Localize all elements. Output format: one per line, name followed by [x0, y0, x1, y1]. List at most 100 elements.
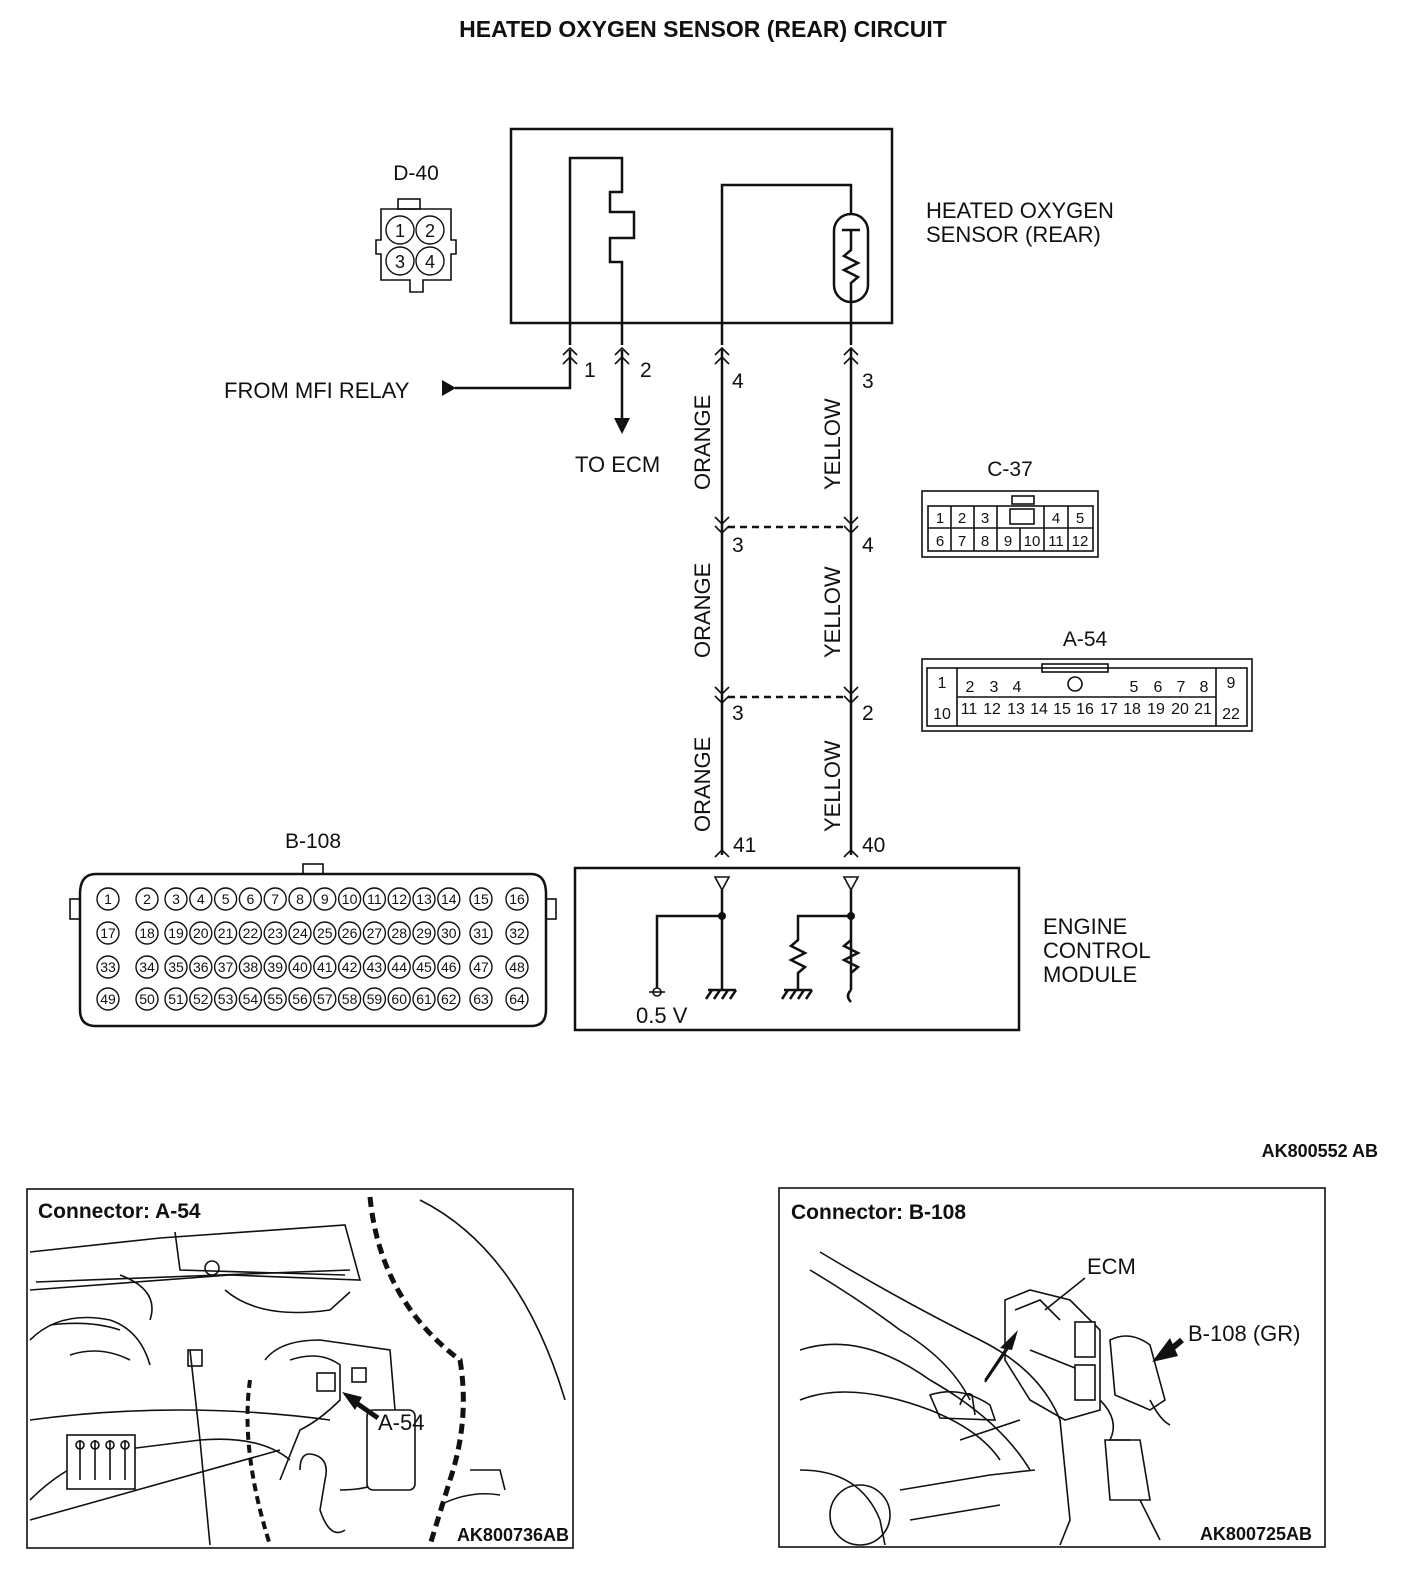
b108-pin-circle — [412, 955, 436, 979]
b108-pin: 56 — [292, 991, 308, 1007]
b108-pin-circle — [313, 887, 337, 911]
b108-pin: 19 — [168, 925, 184, 941]
a54-pin: 8 — [1200, 679, 1209, 696]
b108-pin: 46 — [441, 959, 457, 975]
b108-pin: 49 — [100, 991, 116, 1007]
b108-pin: 37 — [218, 959, 234, 975]
b108-pin: 64 — [509, 991, 525, 1007]
diagram-code: AK800552 AB — [1262, 1141, 1378, 1161]
b108-pin-circle — [362, 887, 387, 911]
b108-pin: 45 — [416, 959, 432, 975]
b108-pin-circle — [96, 987, 120, 1011]
b108-pin-circle — [164, 887, 188, 911]
b108-pin-circle — [437, 887, 461, 911]
b108-pin-circle — [189, 921, 213, 945]
connector-d40-label: D-40 — [393, 162, 439, 185]
panel-a54-code: AK800736AB — [457, 1525, 569, 1545]
b108-pin-circle — [313, 921, 337, 945]
b108-pin-circle — [412, 987, 436, 1011]
b108-pin: 54 — [243, 991, 259, 1007]
b108-pin: 9 — [321, 891, 329, 907]
wire-color-yellow: YELLOW — [820, 566, 845, 658]
a54-pin: 5 — [1130, 679, 1139, 696]
ecm-label-1: ENGINE — [1043, 914, 1127, 939]
b108-pin: 24 — [292, 925, 308, 941]
b108-pin-circle — [437, 987, 461, 1011]
b108-pin: 3 — [172, 891, 180, 907]
panel-b108-ecm-callout: ECM — [1087, 1254, 1136, 1279]
vehicle-illustration — [799, 1251, 1171, 1546]
b108-pin-circle — [505, 955, 529, 979]
diagram-title: HEATED OXYGEN SENSOR (REAR) CIRCUIT — [459, 16, 947, 42]
b108-pin-circle — [437, 955, 461, 979]
b108-pin-circle — [135, 887, 159, 911]
b108-pin: 44 — [391, 959, 407, 975]
b108-pin: 29 — [416, 925, 432, 941]
b108-pin-circle — [469, 987, 493, 1011]
b108-pin-circle — [164, 955, 188, 979]
pin-label: 41 — [733, 834, 756, 857]
d40-pin: 4 — [425, 252, 435, 272]
engine-bay-illustration — [29, 1196, 566, 1546]
b108-pin-circle — [96, 921, 120, 945]
b108-pin-circle — [288, 987, 312, 1011]
d40-pin: 3 — [395, 252, 405, 272]
b108-pin: 48 — [509, 959, 525, 975]
pin-label: 3 — [862, 370, 874, 393]
b108-pin-circle — [337, 987, 362, 1011]
wire-color-orange: ORANGE — [690, 395, 715, 490]
b108-pin-circle — [189, 887, 213, 911]
b108-pin-circle — [387, 921, 411, 945]
b108-pin-circle — [387, 955, 411, 979]
panel-b108-code: AK800725AB — [1200, 1524, 1312, 1544]
panel-a54-callout: A-54 — [378, 1410, 424, 1435]
pin-label: 40 — [862, 834, 885, 857]
b108-pin: 36 — [193, 959, 209, 975]
connector-d40: D-40 1 2 3 4 — [375, 162, 457, 293]
panel-b108: Connector: B-108 ECM B-108 (GR) AK800725… — [778, 1187, 1326, 1548]
a54-pin: 7 — [1177, 679, 1186, 696]
b108-pin-circle — [263, 987, 287, 1011]
b108-pin-circle — [362, 921, 387, 945]
a54-pin: 15 — [1053, 701, 1071, 718]
b108-pin: 28 — [391, 925, 407, 941]
ecm-block: 0.5 V ENGINE CONTROL MODULE — [573, 866, 1151, 1032]
b108-pin-circle — [213, 987, 238, 1011]
b108-pin: 59 — [367, 991, 383, 1007]
wire-color-yellow: YELLOW — [820, 398, 845, 490]
sensor-label-2: SENSOR (REAR) — [926, 222, 1101, 247]
b108-pin: 16 — [509, 891, 525, 907]
c37-pin: 9 — [1004, 533, 1012, 550]
b108-pin: 53 — [218, 991, 234, 1007]
b108-pin-circle — [288, 955, 312, 979]
b108-pin: 61 — [416, 991, 432, 1007]
pin-label: 3 — [732, 702, 744, 725]
b108-pin: 17 — [100, 925, 116, 941]
b108-pin: 14 — [441, 891, 457, 907]
a54-pin: 17 — [1100, 701, 1118, 718]
c37-pin: 7 — [958, 533, 966, 550]
b108-pin: 31 — [473, 925, 489, 941]
a54-pin: 18 — [1123, 701, 1141, 718]
b108-pin: 52 — [193, 991, 209, 1007]
b108-pin-circle — [213, 921, 238, 945]
b108-pin: 21 — [218, 925, 234, 941]
c37-pin: 11 — [1048, 533, 1064, 550]
connector-a54: A-54 1 2 3 4 5 6 7 8 9 10 11 12 13 14 15… — [921, 628, 1253, 732]
c37-pin: 10 — [1024, 533, 1041, 550]
a54-pin: 4 — [1013, 679, 1022, 696]
a54-pin: 2 — [966, 679, 975, 696]
b108-pin-circle — [189, 987, 213, 1011]
from-mfi-relay-label: FROM MFI RELAY — [224, 378, 410, 403]
sensor-label-1: HEATED OXYGEN — [926, 198, 1114, 223]
b108-pin: 1 — [104, 891, 112, 907]
pin-label: 2 — [862, 702, 874, 725]
b108-pin: 42 — [342, 959, 358, 975]
b108-pin: 2 — [143, 891, 151, 907]
b108-pin: 11 — [367, 891, 382, 907]
mfi-relay-wire: FROM MFI RELAY — [224, 350, 572, 403]
b108-pin: 13 — [416, 891, 432, 907]
b108-pin-circle — [238, 987, 263, 1011]
